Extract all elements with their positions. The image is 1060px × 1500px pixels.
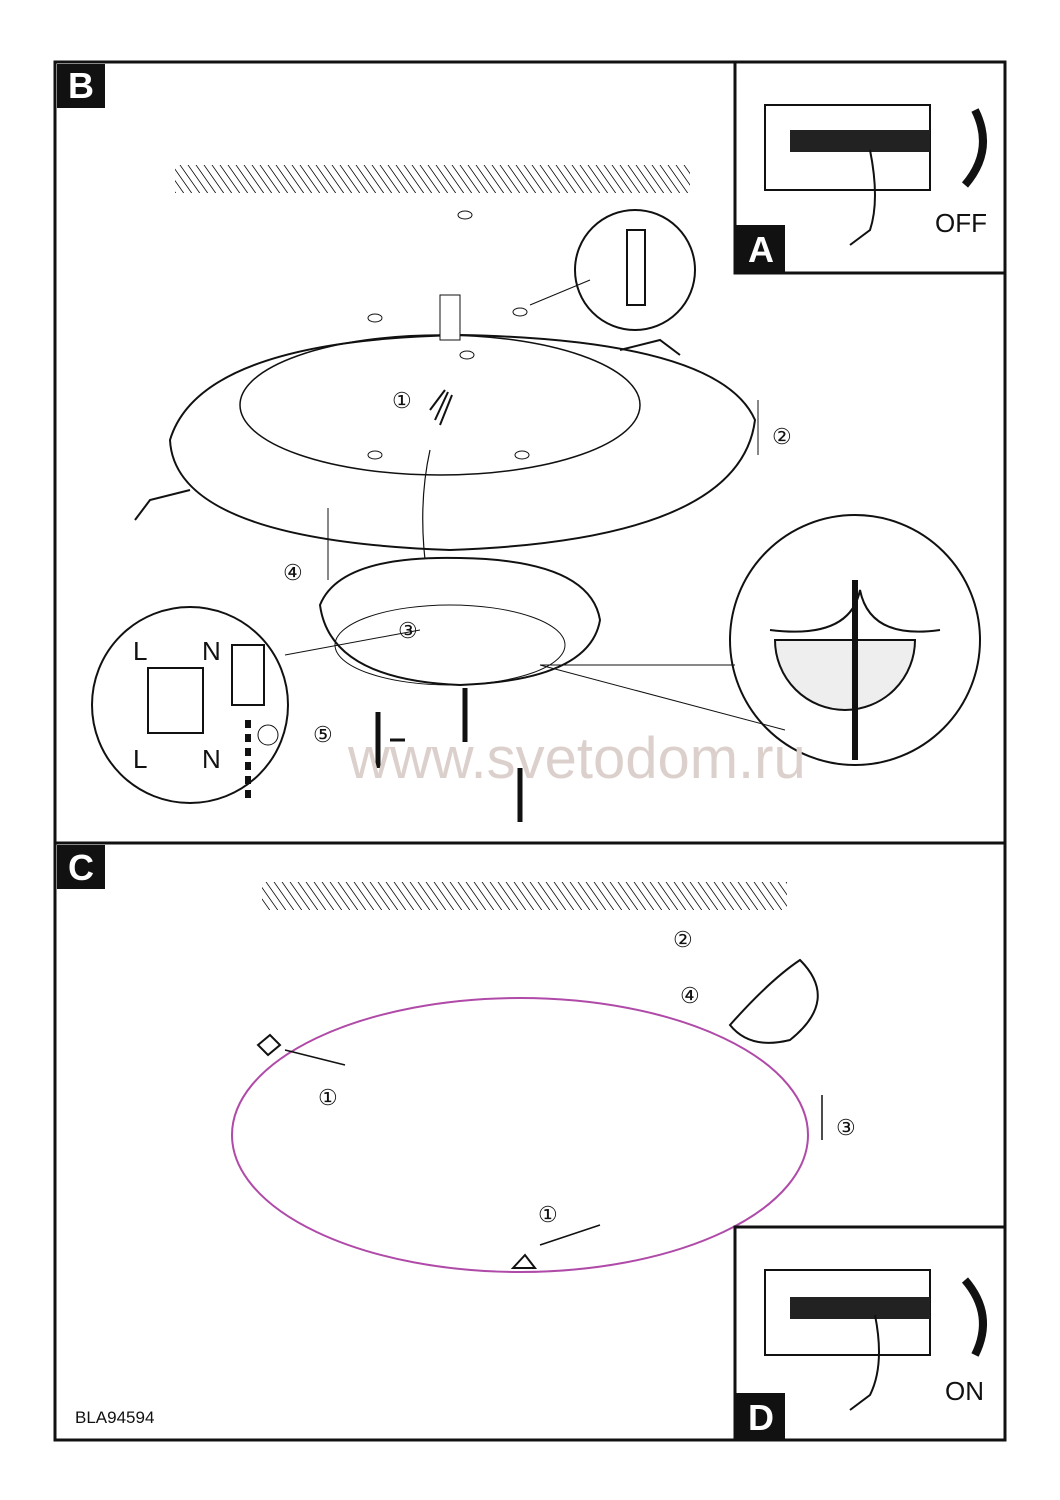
wiring-callout-leader bbox=[284, 629, 421, 656]
arrow-up-icon bbox=[961, 1277, 987, 1357]
hand-icon bbox=[849, 1314, 880, 1411]
ceiling-section bbox=[769, 589, 941, 633]
panel-b-label: B bbox=[68, 65, 94, 106]
step-c-1b: ① bbox=[538, 1202, 558, 1227]
lamp-body-plate bbox=[334, 604, 566, 686]
neutral-label-top: N bbox=[202, 636, 221, 666]
panel-b-badge bbox=[57, 64, 105, 108]
panel-d: ON D bbox=[733, 1225, 1007, 1442]
mounting-hole bbox=[367, 313, 383, 323]
watermark: www.svetodom.ru bbox=[347, 726, 806, 791]
on-label: ON bbox=[945, 1376, 984, 1406]
earth-icon bbox=[257, 724, 279, 746]
lamp-body bbox=[318, 556, 602, 687]
ceiling-hatch bbox=[175, 165, 690, 193]
panel-d-label: D bbox=[748, 1397, 774, 1438]
live-label-bottom: L bbox=[133, 744, 147, 774]
step-c-4: ④ bbox=[680, 983, 700, 1008]
ceiling-hole bbox=[457, 210, 473, 220]
arrow-icon bbox=[284, 1049, 346, 1066]
breaker-switches bbox=[790, 130, 930, 152]
terminal-block bbox=[147, 667, 204, 734]
base-section bbox=[773, 639, 917, 711]
breaker-switches bbox=[790, 1297, 930, 1319]
step-b-1: ① bbox=[392, 388, 412, 413]
hand-icon bbox=[728, 958, 819, 1044]
step-b-4: ④ bbox=[283, 560, 303, 585]
panel-a: OFF A bbox=[733, 60, 1007, 275]
mounting-hole bbox=[459, 350, 475, 360]
screw-detail-leader bbox=[539, 664, 786, 731]
cable-conduit bbox=[439, 294, 461, 341]
dowel-callout-leader bbox=[529, 279, 591, 306]
outer-frame bbox=[53, 60, 1007, 1442]
panel-c-badge bbox=[57, 845, 105, 889]
step-c-3: ③ bbox=[836, 1115, 856, 1140]
step-b-2: ② bbox=[772, 424, 792, 449]
earth-terminal bbox=[231, 644, 265, 706]
model-code: BLA94594 bbox=[75, 1408, 154, 1427]
step-b-3: ③ bbox=[398, 618, 418, 643]
neutral-label-bottom: N bbox=[202, 744, 221, 774]
live-label-top: L bbox=[133, 636, 147, 666]
spring-clip bbox=[134, 489, 191, 521]
step-c-2: ② bbox=[673, 927, 693, 952]
mounting-hole bbox=[367, 450, 383, 460]
ceiling-hatch bbox=[262, 882, 787, 910]
panel-d-badge bbox=[735, 1393, 785, 1440]
panel-b: B ① ② ③ ④ ⑤ L N bbox=[57, 64, 981, 822]
spring-clip bbox=[619, 338, 681, 356]
hand-icon bbox=[849, 149, 876, 246]
step-c-1a: ① bbox=[318, 1085, 338, 1110]
step-b-5: ⑤ bbox=[313, 722, 333, 747]
arrow-icon bbox=[539, 1224, 601, 1246]
wall-plug bbox=[626, 229, 646, 306]
clip bbox=[510, 1253, 538, 1269]
arrow-down-icon bbox=[961, 108, 987, 188]
glass-shade bbox=[231, 997, 809, 1273]
panel-a-label: A bbox=[748, 229, 774, 270]
mounting-hole bbox=[514, 450, 530, 460]
panel-a-badge bbox=[735, 225, 785, 273]
supply-wires bbox=[429, 389, 453, 426]
mounting-hole bbox=[512, 307, 528, 317]
clip bbox=[256, 1033, 282, 1057]
off-label: OFF bbox=[935, 208, 987, 238]
panel-c: C ① ① ② ③ ④ BLA94594 bbox=[57, 845, 856, 1427]
mounting-base bbox=[168, 333, 757, 552]
panel-c-label: C bbox=[68, 847, 94, 888]
